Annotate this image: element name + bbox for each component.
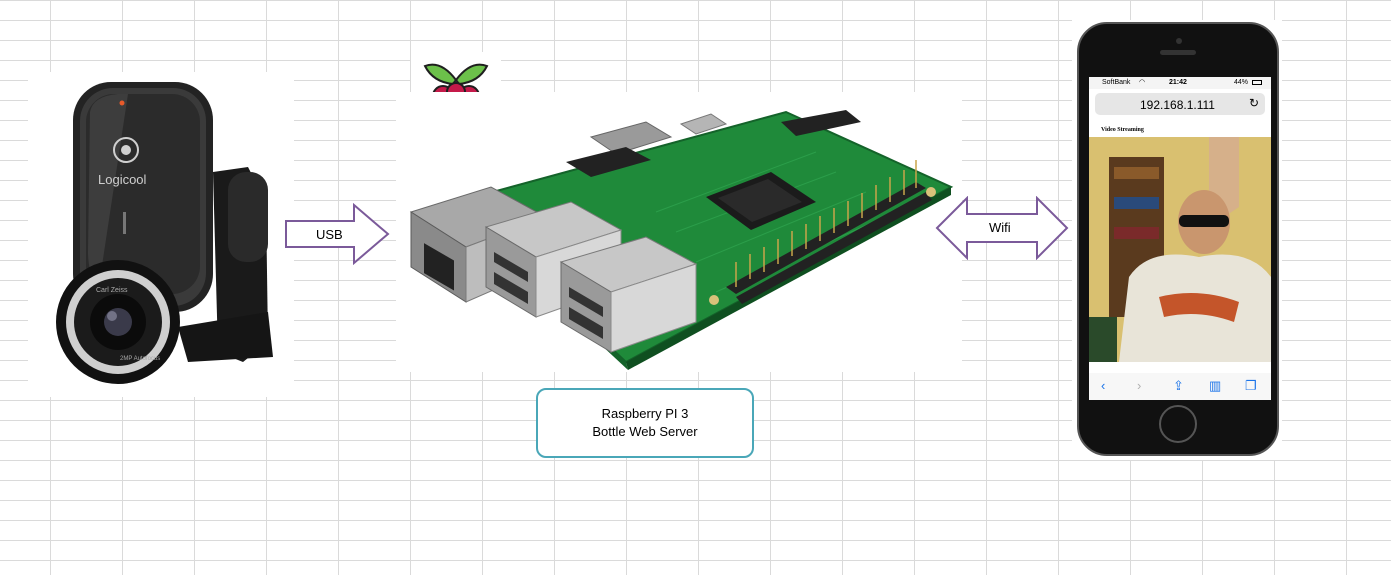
status-bar: SoftBank ◠ 21:42 44% <box>1089 77 1271 89</box>
bookmarks-icon[interactable]: ▥ <box>1209 378 1222 393</box>
pi-board-drawing <box>409 110 954 370</box>
lens-spec: 2MP Autofocus <box>120 356 160 362</box>
phone-screen: SoftBank ◠ 21:42 44% 192.168.1.111 ↻ Vid… <box>1089 77 1271 400</box>
lens-text: Carl Zeiss <box>96 287 128 294</box>
wifi-status-icon: ◠ <box>1139 79 1146 86</box>
webcam-drawing: Logicool Carl Zeiss 2MP Autofocus <box>56 82 273 384</box>
browser-toolbar: ‹ › ⇪ ▥ ❐ <box>1089 373 1271 400</box>
webcam-brand: Logicool <box>98 172 147 187</box>
smartphone-image: SoftBank ◠ 21:42 44% 192.168.1.111 ↻ Vid… <box>1072 20 1282 460</box>
share-icon[interactable]: ⇪ <box>1173 378 1184 393</box>
callout-line-2: Bottle Web Server <box>592 424 698 439</box>
home-button[interactable] <box>1159 405 1197 443</box>
phone-speaker <box>1160 50 1196 55</box>
page-heading: Video Streaming <box>1101 127 1144 133</box>
reload-icon[interactable]: ↻ <box>1249 96 1260 110</box>
video-stream <box>1089 137 1271 362</box>
usb-arrow <box>285 203 390 265</box>
usb-label: USB <box>316 227 343 242</box>
raspberry-pi-board-image <box>396 92 962 372</box>
video-frame-drawing <box>1089 137 1271 362</box>
status-time: 21:42 <box>1169 79 1187 86</box>
battery-percent: 44% <box>1234 79 1249 86</box>
wifi-label: Wifi <box>989 220 1011 235</box>
carrier-name: SoftBank <box>1102 79 1131 86</box>
forward-icon[interactable]: › <box>1137 378 1142 393</box>
raspberry-pi-callout: Raspberry PI 3 Bottle Web Server <box>536 388 754 458</box>
address-bar[interactable]: 192.168.1.111 ↻ <box>1095 93 1265 115</box>
callout-line-1: Raspberry PI 3 <box>601 406 689 421</box>
tabs-icon[interactable]: ❐ <box>1245 378 1257 393</box>
wifi-arrow <box>935 196 1069 260</box>
url-text: 192.168.1.111 <box>1140 98 1215 112</box>
battery-icon <box>1252 80 1262 85</box>
phone-camera <box>1176 38 1182 44</box>
back-icon[interactable]: ‹ <box>1101 378 1106 393</box>
webcam-image: Logicool Carl Zeiss 2MP Autofocus <box>28 72 294 397</box>
